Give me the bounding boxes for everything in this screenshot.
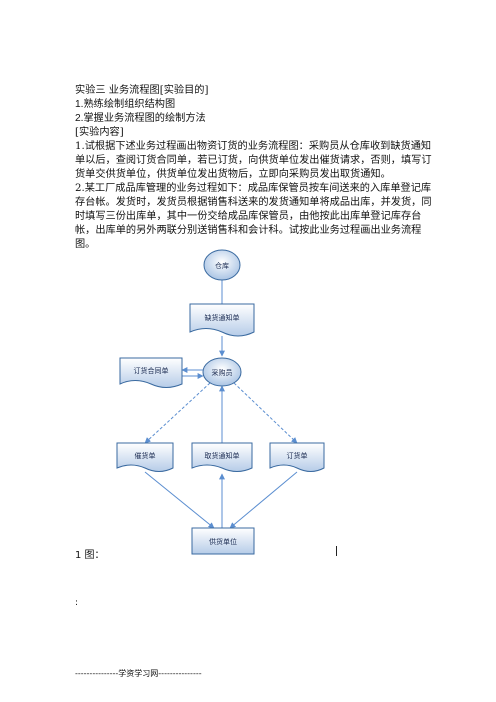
label-reminder: 催货单 xyxy=(135,451,156,460)
connector-order-supplier xyxy=(229,471,298,529)
label-order-form: 订货单 xyxy=(287,451,308,460)
content-heading: [实验内容] xyxy=(75,127,124,138)
task-1: 1.试根据下述业务过程画出物资订货的业务流程图：采购员从仓库收到缺货通知单以后，… xyxy=(75,141,432,180)
label-supplier: 供货单位 xyxy=(209,537,237,546)
label-pickup-notice: 取货通知单 xyxy=(205,451,240,460)
node-supplier: 供货单位 xyxy=(191,527,255,555)
stray-colon: : xyxy=(75,598,79,608)
objective-2: 2.掌握业务流程图的绘制方法 xyxy=(75,113,206,124)
node-warehouse: 仓库 xyxy=(203,249,241,281)
task-2: 2.某工厂成品库管理的业务过程如下：成品库保管员按车间送来的入库单登记库存台帐。… xyxy=(75,183,432,250)
connectors xyxy=(144,280,298,529)
heading: 实验三 业务流程图[实验目的] xyxy=(75,85,209,96)
node-pickup-notice: 取货通知单 xyxy=(191,442,253,472)
text-cursor-mark xyxy=(336,546,337,556)
label-order-contract: 订货合同单 xyxy=(134,366,169,375)
connector-purchaser-reminder xyxy=(144,382,211,444)
node-reminder: 催货单 xyxy=(116,442,174,472)
node-order-form: 订货单 xyxy=(269,442,325,472)
connector-purchaser-order xyxy=(233,382,298,444)
label-shortage-notice: 缺货通知单 xyxy=(205,313,240,322)
label-purchaser: 采购员 xyxy=(212,368,233,377)
label-warehouse: 仓库 xyxy=(215,261,229,270)
document-body: 实验三 业务流程图[实验目的] 1.熟练绘制组织结构图 2.掌握业务流程图的绘制… xyxy=(75,84,435,252)
node-order-contract: 订货合同单 xyxy=(119,357,183,388)
footer-watermark: ---------------学资学习网--------------- xyxy=(75,669,202,678)
connector-reminder-supplier xyxy=(144,471,215,529)
node-purchaser: 采购员 xyxy=(202,357,242,387)
figure-caption: 1 图： xyxy=(75,550,105,561)
objective-1: 1.熟练绘制组织结构图 xyxy=(75,99,176,110)
node-shortage-notice: 缺货通知单 xyxy=(189,303,255,337)
